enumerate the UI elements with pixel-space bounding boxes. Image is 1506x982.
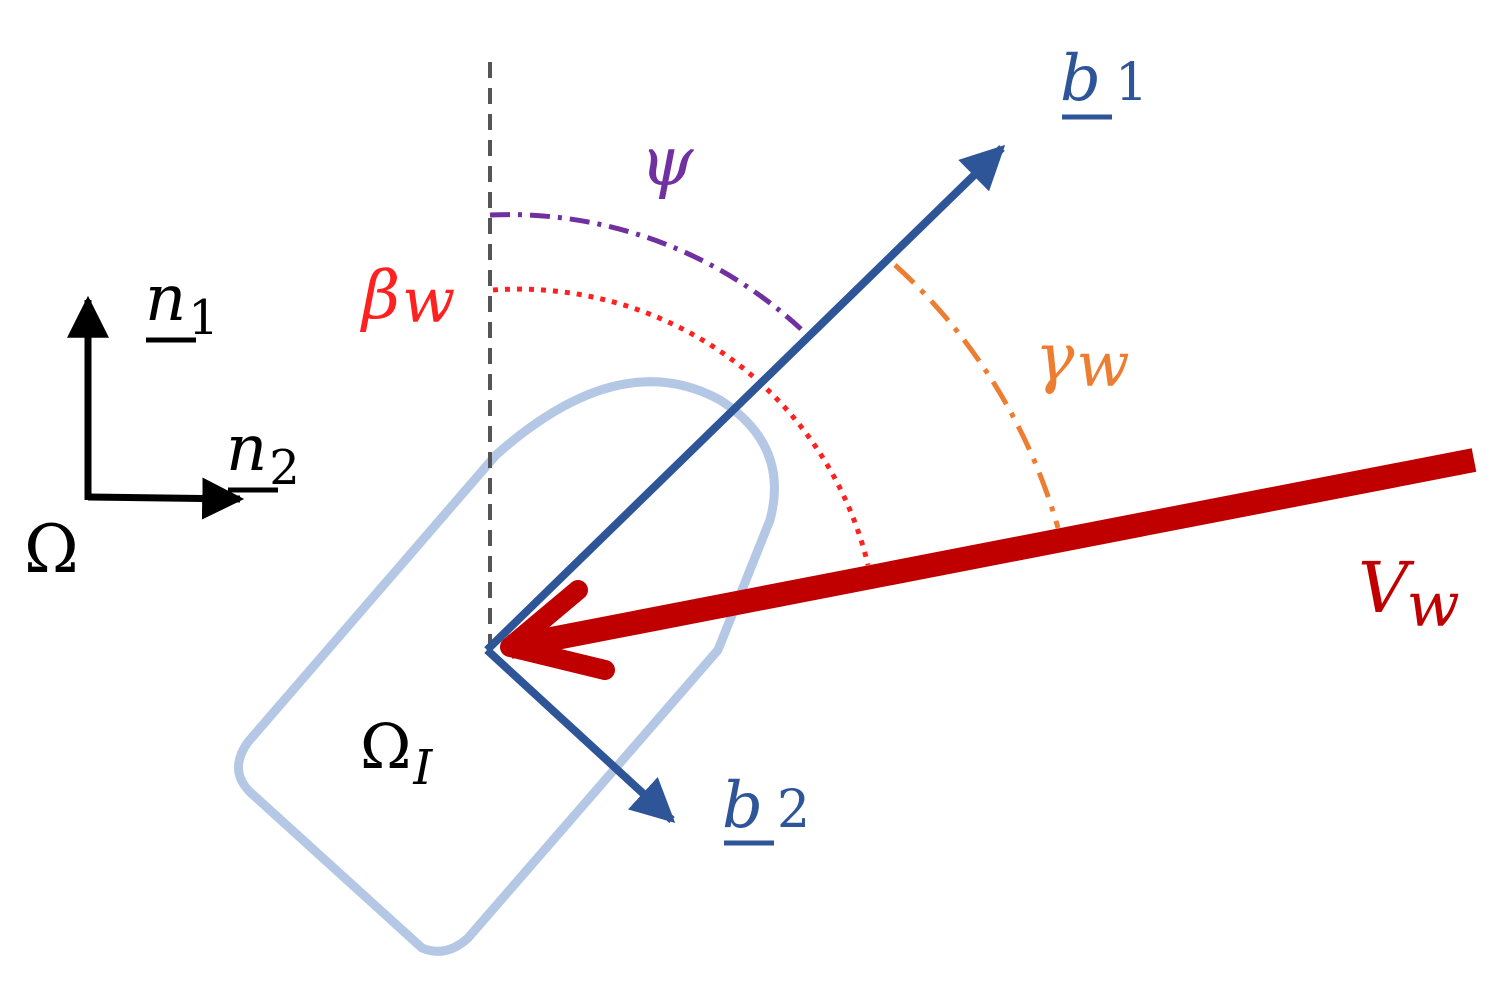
n1-label: n1 [145,262,219,346]
beta-w-label: βw [359,257,455,337]
omega-label: Ω [24,511,79,588]
n2-label: n2 [226,412,300,496]
gamma-arc [893,263,1061,529]
wind-vector-arrowhead [500,580,615,680]
vw-label: Vw [1358,547,1460,641]
vessel-hull [234,377,779,956]
b1-axis-arrow [484,144,1006,653]
psi-label: ψ [640,123,694,202]
wind-vector-shaft [507,448,1477,659]
b2-axis-arrow [484,647,676,823]
beta-arc [492,286,871,566]
psi-arc [489,212,804,332]
n2-axis-arrow [87,477,245,520]
omega-i-label: ΩI [360,710,433,796]
gamma-w-label: γw [1035,319,1130,401]
